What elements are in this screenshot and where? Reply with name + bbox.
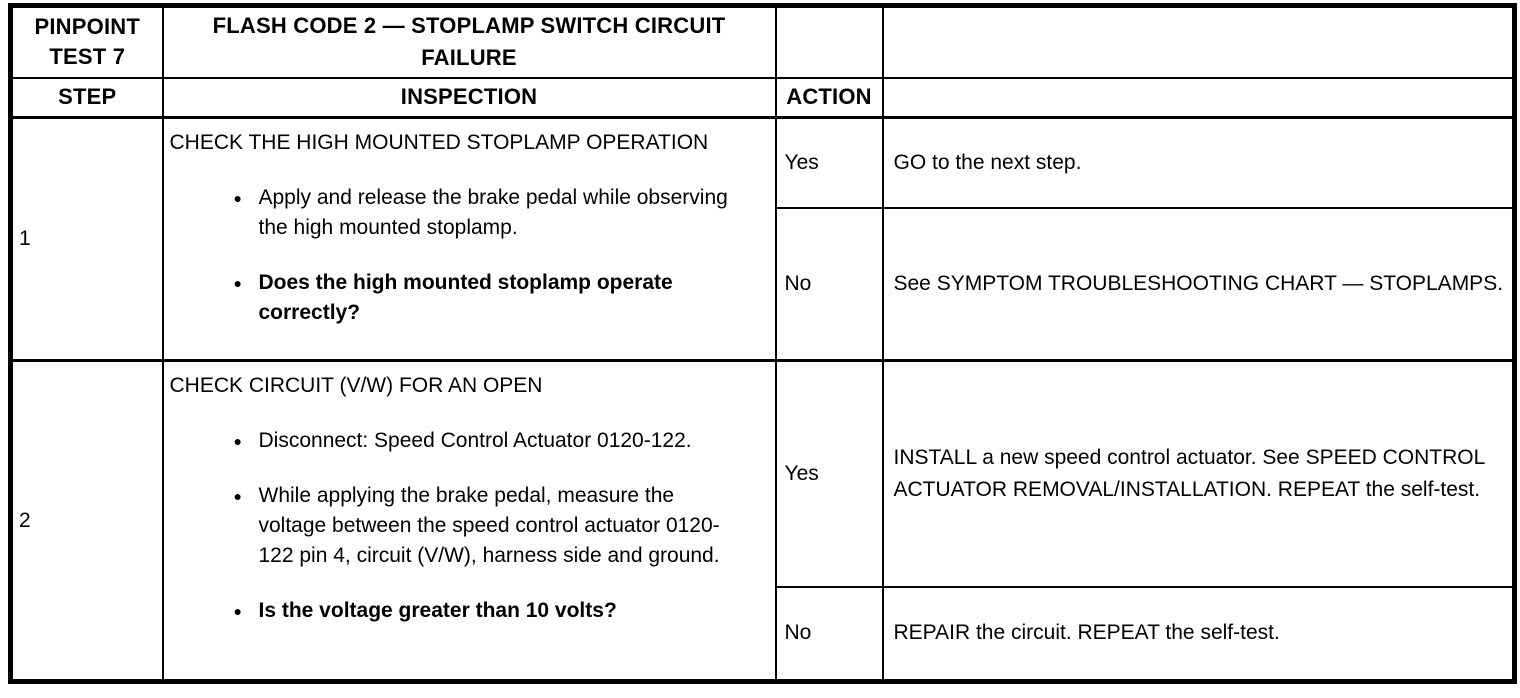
bullet-icon: ● bbox=[233, 190, 242, 206]
list-item: ● Is the voltage greater than 10 volts? bbox=[170, 596, 767, 626]
table-title-row: PINPOINT TEST 7 FLASH CODE 2 — STOPLAMP … bbox=[9, 4, 1516, 79]
empty-cell bbox=[881, 4, 1516, 79]
answer-no: No bbox=[774, 585, 884, 683]
column-header-inspection: INSPECTION bbox=[161, 76, 777, 119]
table-row: 2 CHECK CIRCUIT (V/W) FOR AN OPEN ● Disc… bbox=[9, 359, 1516, 683]
bullet-text: Apply and release the brake pedal while … bbox=[258, 186, 728, 239]
answer-yes: Yes bbox=[774, 359, 884, 588]
column-header-step: STEP bbox=[9, 76, 164, 119]
column-header-row: STEP INSPECTION ACTION bbox=[9, 76, 1516, 119]
action-result: INSTALL a new speed control actuator. Se… bbox=[881, 359, 1516, 588]
list-item: ● Disconnect: Speed Control Actuator 012… bbox=[170, 426, 767, 456]
table-row: 1 CHECK THE HIGH MOUNTED STOPLAMP OPERAT… bbox=[9, 116, 1516, 362]
step-number: 1 bbox=[9, 116, 164, 362]
list-item: ● While applying the brake pedal, measur… bbox=[170, 481, 767, 571]
list-item: ● Apply and release the brake pedal whil… bbox=[170, 183, 767, 243]
bullet-icon: ● bbox=[233, 275, 242, 291]
inspection-bullet-list: ● Disconnect: Speed Control Actuator 012… bbox=[170, 426, 767, 626]
table-row: No REPAIR the circuit. REPEAT the self-t… bbox=[11, 585, 1516, 683]
step-number: 2 bbox=[9, 359, 164, 683]
action-result: GO to the next step. bbox=[881, 116, 1516, 209]
bullet-icon: ● bbox=[233, 433, 242, 449]
bullet-text: Is the voltage greater than 10 volts? bbox=[258, 599, 617, 622]
pinpoint-test-label: PINPOINT TEST 7 bbox=[9, 4, 164, 79]
pinpoint-test-table: PINPOINT TEST 7 FLASH CODE 2 — STOPLAMP … bbox=[8, 3, 1517, 684]
answer-yes: Yes bbox=[774, 116, 884, 209]
inspection-heading: CHECK THE HIGH MOUNTED STOPLAMP OPERATIO… bbox=[169, 131, 709, 154]
action-result: REPAIR the circuit. REPEAT the self-test… bbox=[881, 585, 1516, 683]
table-row: No See SYMPTOM TROUBLESHOOTING CHART — S… bbox=[11, 206, 1516, 362]
inspection-cell: CHECK THE HIGH MOUNTED STOPLAMP OPERATIO… bbox=[161, 116, 777, 362]
bullet-icon: ● bbox=[233, 488, 242, 504]
flash-code-title: FLASH CODE 2 — STOPLAMP SWITCH CIRCUIT F… bbox=[212, 13, 726, 71]
bullet-text: Does the high mounted stoplamp operate c… bbox=[258, 271, 673, 324]
empty-cell bbox=[774, 4, 884, 79]
inspection-heading: CHECK CIRCUIT (V/W) FOR AN OPEN bbox=[169, 374, 543, 397]
inspection-cell: CHECK CIRCUIT (V/W) FOR AN OPEN ● Discon… bbox=[161, 359, 777, 683]
bullet-text: While applying the brake pedal, measure … bbox=[258, 484, 720, 567]
list-item: ● Does the high mounted stoplamp operate… bbox=[170, 268, 767, 328]
inspection-bullet-list: ● Apply and release the brake pedal whil… bbox=[170, 183, 767, 328]
bullet-text: Disconnect: Speed Control Actuator 0120-… bbox=[258, 429, 692, 452]
answer-no: No bbox=[774, 206, 884, 362]
bullet-icon: ● bbox=[233, 603, 242, 619]
column-header-action: ACTION bbox=[774, 76, 884, 119]
flash-code-title-cell: FLASH CODE 2 — STOPLAMP SWITCH CIRCUIT F… bbox=[161, 4, 777, 79]
empty-cell bbox=[881, 76, 1516, 119]
action-result: See SYMPTOM TROUBLESHOOTING CHART — STOP… bbox=[881, 206, 1516, 362]
